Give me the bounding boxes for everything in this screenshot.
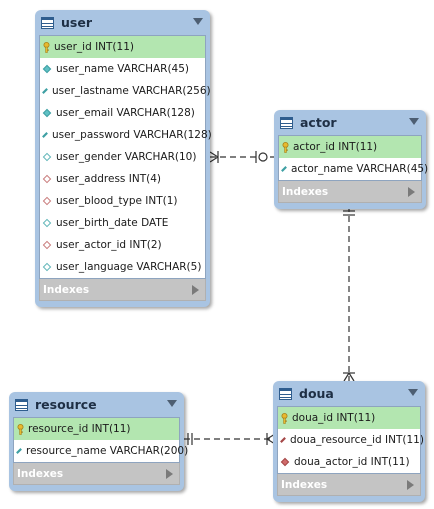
- table-header[interactable]: resource: [13, 392, 180, 417]
- primary-key-icon: [17, 423, 24, 435]
- table-resource[interactable]: resource resource_id INT(11) resource_nam…: [9, 392, 188, 491]
- column-row[interactable]: user_language VARCHAR(5): [40, 256, 205, 278]
- column-row[interactable]: actor_name VARCHAR(45): [279, 158, 428, 180]
- indexes-label: Indexes: [43, 283, 90, 296]
- column-row[interactable]: doua_resource_id INT(11): [278, 429, 424, 451]
- nullable-column-icon: [42, 152, 52, 162]
- not-null-column-icon: [42, 88, 48, 94]
- column-row[interactable]: user_birth_date DATE: [40, 212, 205, 234]
- table-header[interactable]: doua: [277, 381, 421, 406]
- foreign-key-column-icon: [42, 240, 52, 250]
- indexes-label: Indexes: [281, 478, 328, 491]
- indexes-section[interactable]: Indexes: [39, 279, 206, 301]
- column-label: doua_resource_id INT(11): [290, 434, 424, 446]
- column-label: user_gender VARCHAR(10): [56, 151, 197, 163]
- expand-arrow-icon[interactable]: [166, 469, 173, 479]
- collapse-toggle-icon[interactable]: [408, 389, 418, 396]
- column-label: resource_name VARCHAR(200): [26, 445, 189, 457]
- foreign-key-column-icon: [42, 174, 52, 184]
- column-label: user_password VARCHAR(128): [52, 129, 212, 141]
- foreign-key-column-icon: [42, 196, 52, 206]
- indexes-section[interactable]: Indexes: [278, 181, 422, 203]
- column-row[interactable]: user_id INT(11): [40, 36, 205, 58]
- table-icon: [41, 16, 54, 29]
- crow-foot-many-icon: [209, 151, 219, 163]
- table-icon: [279, 387, 292, 400]
- column-row[interactable]: user_password VARCHAR(128): [40, 124, 212, 146]
- column-label: resource_id INT(11): [28, 423, 131, 435]
- primary-key-icon: [282, 141, 289, 153]
- table-icon: [280, 116, 293, 129]
- column-row[interactable]: user_name VARCHAR(45): [40, 58, 205, 80]
- table-name: actor: [300, 115, 337, 130]
- column-label: user_lastname VARCHAR(256): [52, 85, 211, 97]
- column-label: user_name VARCHAR(45): [56, 63, 189, 75]
- column-label: user_address INT(4): [56, 173, 161, 185]
- table-name: doua: [299, 386, 334, 401]
- indexes-section[interactable]: Indexes: [277, 474, 421, 496]
- indexes-label: Indexes: [17, 467, 64, 480]
- expand-arrow-icon[interactable]: [192, 285, 199, 295]
- column-label: user_email VARCHAR(128): [56, 107, 195, 119]
- column-row[interactable]: user_email VARCHAR(128): [40, 102, 205, 124]
- primary-key-icon: [43, 41, 50, 53]
- table-doua[interactable]: doua doua_id INT(11) doua_resource_id INT…: [273, 381, 425, 502]
- collapse-toggle-icon[interactable]: [193, 18, 203, 25]
- table-name: user: [61, 15, 92, 30]
- column-row[interactable]: user_actor_id INT(2): [40, 234, 205, 256]
- nullable-column-icon: [42, 262, 52, 272]
- column-label: user_id INT(11): [54, 41, 134, 53]
- column-label: user_actor_id INT(2): [56, 239, 162, 251]
- column-row[interactable]: resource_name VARCHAR(200): [14, 440, 188, 462]
- foreign-key-not-null-icon: [280, 457, 290, 467]
- column-label: user_language VARCHAR(5): [56, 261, 202, 273]
- column-list: doua_id INT(11) doua_resource_id INT(11) d…: [277, 406, 424, 474]
- column-list: actor_id INT(11) actor_name VARCHAR(45): [278, 135, 428, 181]
- column-label: doua_id INT(11): [292, 412, 376, 424]
- expand-arrow-icon[interactable]: [407, 480, 414, 490]
- not-null-column-icon: [42, 132, 48, 138]
- crow-foot-many-icon: [343, 372, 355, 382]
- not-null-column-icon: [16, 448, 22, 454]
- table-user[interactable]: user user_id INT(11) user_name VARCHAR(45…: [35, 10, 212, 307]
- column-list: resource_id INT(11) resource_name VARCHAR…: [13, 417, 188, 463]
- indexes-label: Indexes: [282, 185, 329, 198]
- column-label: doua_actor_id INT(11): [294, 456, 410, 468]
- nullable-column-icon: [42, 218, 52, 228]
- column-row[interactable]: user_gender VARCHAR(10): [40, 146, 205, 168]
- not-null-column-icon: [281, 166, 287, 172]
- column-row[interactable]: user_lastname VARCHAR(256): [40, 80, 211, 102]
- expand-arrow-icon[interactable]: [408, 187, 415, 197]
- primary-key-icon: [281, 412, 288, 424]
- collapse-toggle-icon[interactable]: [409, 118, 419, 125]
- column-label: user_blood_type INT(1): [56, 195, 178, 207]
- column-row[interactable]: actor_id INT(11): [279, 136, 421, 158]
- table-icon: [15, 398, 28, 411]
- collapse-toggle-icon[interactable]: [167, 400, 177, 407]
- column-label: actor_id INT(11): [293, 141, 378, 153]
- zero-or-one-icon: [255, 151, 268, 163]
- column-label: user_birth_date DATE: [56, 217, 169, 229]
- column-label: actor_name VARCHAR(45): [291, 163, 429, 175]
- indexes-section[interactable]: Indexes: [13, 463, 180, 485]
- not-null-column-icon: [42, 64, 52, 74]
- not-null-column-icon: [42, 108, 52, 118]
- column-row[interactable]: resource_id INT(11): [14, 418, 179, 440]
- table-header[interactable]: user: [39, 10, 206, 35]
- column-row[interactable]: user_address INT(4): [40, 168, 205, 190]
- column-row[interactable]: doua_id INT(11): [278, 407, 420, 429]
- column-row[interactable]: user_blood_type INT(1): [40, 190, 205, 212]
- table-name: resource: [35, 397, 97, 412]
- column-row[interactable]: doua_actor_id INT(11): [278, 451, 420, 473]
- table-actor[interactable]: actor actor_id INT(11) actor_name VARCHAR…: [274, 110, 428, 209]
- column-list: user_id INT(11) user_name VARCHAR(45) user…: [39, 35, 212, 279]
- one-mandatory-icon: [187, 433, 193, 445]
- foreign-key-not-null-icon: [280, 437, 286, 443]
- table-header[interactable]: actor: [278, 110, 422, 135]
- one-mandatory-icon: [343, 210, 355, 216]
